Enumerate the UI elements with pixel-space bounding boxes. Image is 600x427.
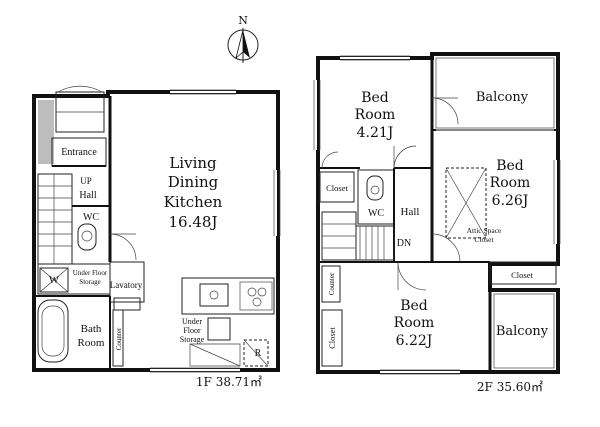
ldk-label-line2: Dining xyxy=(168,173,219,191)
f1-up-label: UP xyxy=(80,176,92,186)
bed3-label-line2: Room xyxy=(394,315,435,331)
floor-2-area-caption: 2F 35.60㎡ xyxy=(477,380,543,394)
f1-w-mark: W xyxy=(49,274,60,286)
f2-dn-label: DN xyxy=(397,238,411,249)
bed1-size-label: 4.21J xyxy=(357,125,394,141)
f1-counter-label: Counter xyxy=(115,327,123,350)
floor-1-area-caption: 1F 38.71㎡ xyxy=(196,375,262,389)
bed3-label-line1: Bed xyxy=(400,298,428,314)
attic-label-line1: Attic Space xyxy=(467,226,502,235)
lavatory-label: Lavatory xyxy=(110,280,143,290)
ldk-size-label: 16.48J xyxy=(169,213,218,231)
f2-closet-left-label: Closet xyxy=(326,183,348,193)
floor-2-plan: Bed Room 4.21J Balcony Bed Room 6.26J At… xyxy=(313,52,561,394)
bath-label-line1: Bath xyxy=(81,323,102,335)
ldk-label-line1: Living xyxy=(169,154,217,172)
f1-entrance-label: Entrance xyxy=(61,147,97,158)
attic-label-line2: Closet xyxy=(474,235,494,244)
bed1-label-line2: Room xyxy=(355,107,396,123)
balcony-top-label: Balcony xyxy=(476,90,529,105)
kitchen-storage-line1: Under xyxy=(182,317,202,326)
balcony-bottom-label: Balcony xyxy=(496,324,549,339)
f2-wc-label: WC xyxy=(368,208,384,219)
floor-1-plan: Entrance UP Hall WC Living Dining Kitche… xyxy=(32,85,281,389)
bed3-size-label: 6.22J xyxy=(396,333,433,349)
ldk-label-line3: Kitchen xyxy=(164,193,223,211)
kitchen-storage-line3: Storage xyxy=(180,335,205,344)
f1-hall-label: Hall xyxy=(79,190,96,201)
bath-label-line2: Room xyxy=(78,337,105,349)
f2-hall-label: Hall xyxy=(401,206,420,218)
refrigerator-mark: R xyxy=(255,348,262,359)
f2-closet-right-label: Closet xyxy=(511,270,533,280)
compass-north-label: N xyxy=(238,14,248,27)
f1-underfloor-storage-line1: Under Floor xyxy=(73,269,108,277)
f2-counter-label: Counter xyxy=(328,272,336,295)
bed1-label-line1: Bed xyxy=(361,90,389,106)
north-compass-icon: N xyxy=(227,14,259,63)
f1-wc-label: WC xyxy=(83,212,99,223)
kitchen-storage-line2: Floor xyxy=(183,326,201,335)
floor-1-outer-wall xyxy=(32,90,280,372)
bed2-label-line1: Bed xyxy=(496,158,524,174)
f2-closet-bottom-label: Closet xyxy=(327,327,337,349)
bed2-size-label: 6.26J xyxy=(492,193,529,209)
bed2-label-line2: Room xyxy=(490,175,531,191)
f1-underfloor-storage-line2: Storage xyxy=(79,278,100,286)
